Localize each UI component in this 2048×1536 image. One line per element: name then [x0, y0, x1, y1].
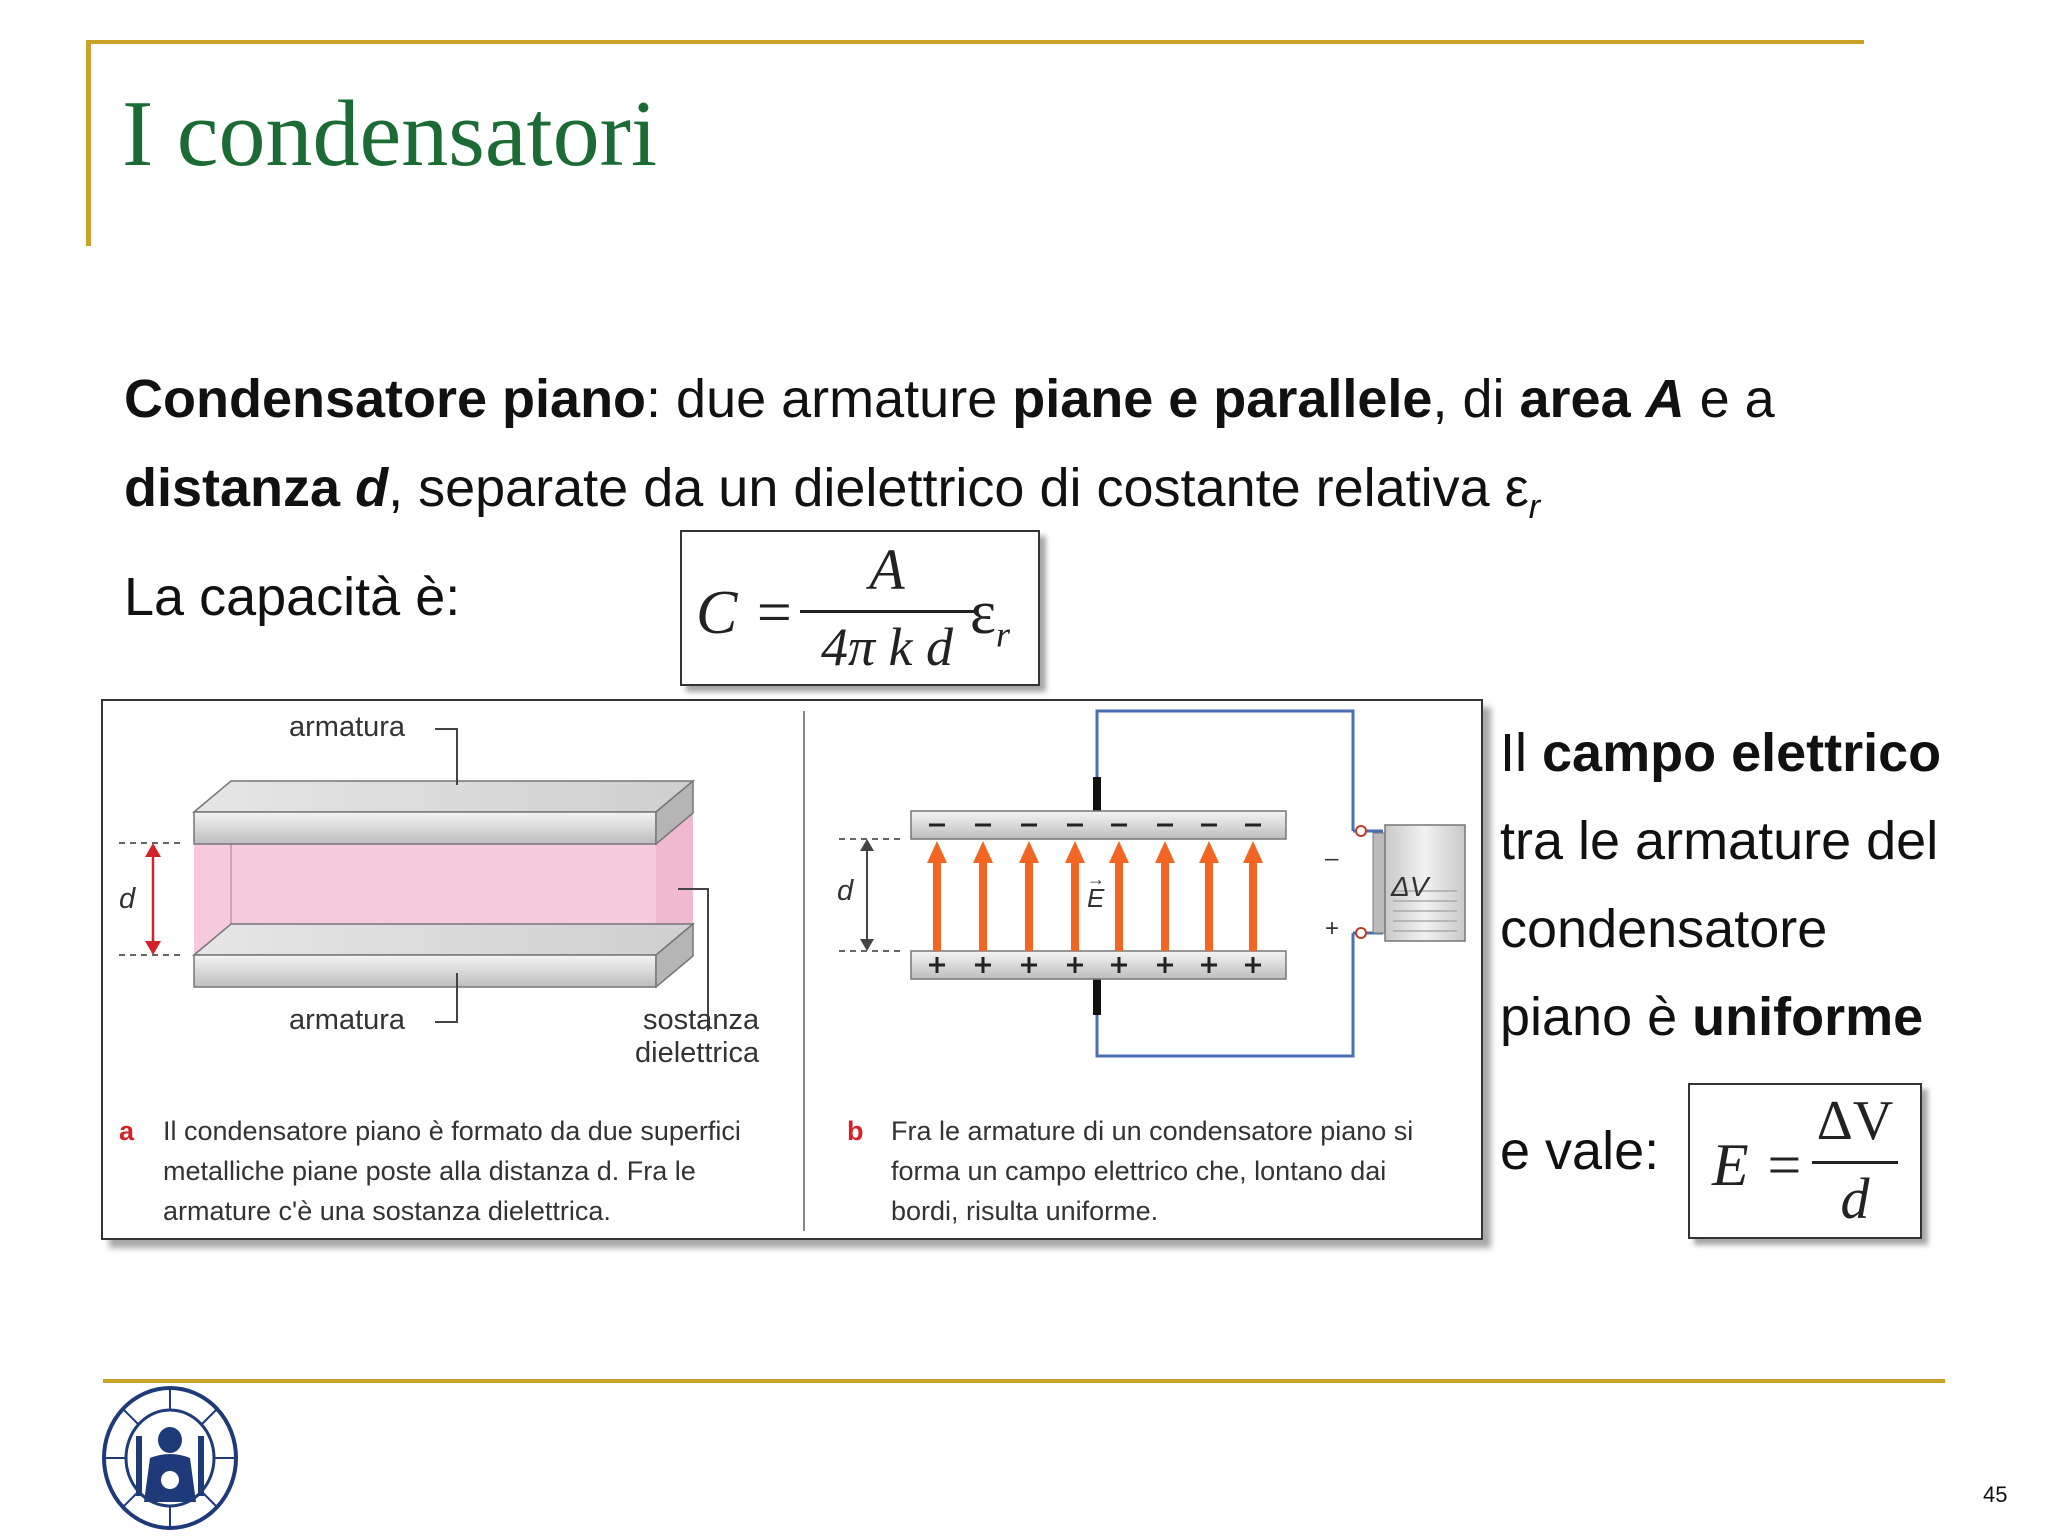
title-rule-left: [86, 40, 91, 246]
caption-b-text: Fra le armature di un condensatore piano…: [891, 1116, 1414, 1226]
top-plate-side: [655, 779, 694, 846]
plate-positive: [910, 950, 1287, 980]
title-rule-top: [88, 40, 1864, 44]
intro-line-1: Condensatore piano: due armature piane e…: [124, 372, 1775, 426]
leader-dielettrica: [678, 888, 709, 1031]
text: piano è: [1500, 987, 1693, 1047]
term-campo-elettrico: campo elettrico: [1542, 723, 1942, 783]
label-armatura-bottom: armatura: [289, 1004, 406, 1036]
right-line-2: tra le armature del: [1500, 811, 1939, 871]
vector-arrow-icon: →: [1087, 869, 1105, 889]
plate-negative: [910, 810, 1287, 840]
field-formula-box: E = ΔV d: [1688, 1083, 1922, 1239]
label-minus-terminal: –: [1325, 845, 1339, 872]
bottom-plate-front: [193, 954, 657, 988]
leader-armatura-bottom: [435, 973, 458, 1023]
field-arrows: [927, 841, 1263, 951]
panel-b-capacitor: [839, 709, 1466, 1058]
subscript-r: r: [1528, 487, 1541, 526]
formula-E-numerator: ΔV: [1816, 1090, 1894, 1152]
symbol-A: A: [1645, 369, 1685, 429]
term-uniforme: uniforme: [1692, 987, 1924, 1047]
label-sostanza: sostanza: [643, 1004, 760, 1036]
epsilon-subscript: r: [996, 614, 1011, 655]
label-E: E: [1087, 883, 1104, 914]
formula-C-numerator: A: [869, 537, 905, 602]
leader-armatura-top: [435, 728, 458, 785]
caption-a-tag: a: [119, 1116, 135, 1146]
text: : due armature: [646, 369, 1013, 429]
top-plate-front: [193, 811, 657, 845]
right-line-1: Il campo elettrico: [1500, 722, 1941, 784]
label-delta-V: ΔV: [1391, 871, 1429, 902]
label-armatura-top: armatura: [289, 711, 406, 743]
term-piane-parallele: piane e parallele: [1012, 369, 1433, 429]
symbol-d: d: [355, 458, 389, 518]
wire-top: [1095, 709, 1355, 831]
right-line-3: condensatore: [1500, 899, 1828, 959]
epsilon-symbol: ε: [970, 579, 997, 647]
university-seal-icon: [102, 1386, 238, 1530]
caption-b: b Fra le armature di un condensatore pia…: [847, 1111, 1461, 1231]
panel-a-capacitor: [119, 728, 709, 1031]
caption-a: a Il condensatore piano è formato da due…: [119, 1111, 763, 1231]
plus-signs: [929, 957, 1261, 973]
formula-C-lhs: C =: [696, 579, 795, 647]
text: Il: [1500, 723, 1543, 783]
fraction-bar: [1812, 1161, 1898, 1164]
bottom-plate-top-face: [191, 923, 696, 956]
bottom-plate-side: [655, 922, 694, 989]
formula-C-denominator: 4π k d: [820, 617, 954, 677]
terminal-top: [1093, 777, 1101, 813]
formula-E-lhs: E =: [1712, 1132, 1805, 1198]
footer-rule: [103, 1379, 1945, 1383]
capacity-label: La capacità è:: [124, 567, 461, 627]
text: , separate da un dielettrico di costante…: [388, 458, 1529, 518]
right-line-4: piano è uniforme: [1500, 986, 1923, 1048]
term-condensatore-piano: Condensatore piano: [124, 369, 647, 429]
capacity-formula-box: C = A 4π k d εr: [680, 530, 1040, 686]
label-d-b: d: [837, 875, 854, 907]
capacitor-diagram: [119, 709, 1466, 1231]
top-plate-top-face: [191, 780, 696, 813]
right-line-5: e vale:: [1500, 1121, 1660, 1181]
caption-b-tag: b: [847, 1116, 864, 1146]
terminal-bottom: [1093, 979, 1101, 1015]
formula-C-epsilon: εr: [970, 578, 1010, 655]
label-dielettrica: dielettrica: [635, 1037, 760, 1069]
term-distanza: distanza: [124, 458, 356, 518]
formula-E-denominator: d: [1840, 1166, 1870, 1231]
intro-line-2: distanza d, separate da un dielettrico d…: [124, 461, 1540, 524]
text: , di: [1432, 369, 1520, 429]
label-d-a: d: [119, 883, 136, 915]
text: e a: [1684, 369, 1775, 429]
term-area: area: [1519, 369, 1646, 429]
E-symbol: E: [1087, 883, 1105, 913]
slide-title: I condensatori: [122, 82, 658, 186]
battery-side: [1372, 832, 1386, 934]
capacitor-figure: armatura armatura sostanza dielettrica d…: [101, 699, 1483, 1240]
wire-bottom: [1095, 933, 1355, 1058]
label-plus-terminal: +: [1325, 915, 1340, 942]
fraction-bar: [800, 610, 974, 613]
caption-a-text: Il condensatore piano è formato da due s…: [163, 1116, 741, 1226]
page-number: 45: [1983, 1482, 2008, 1507]
